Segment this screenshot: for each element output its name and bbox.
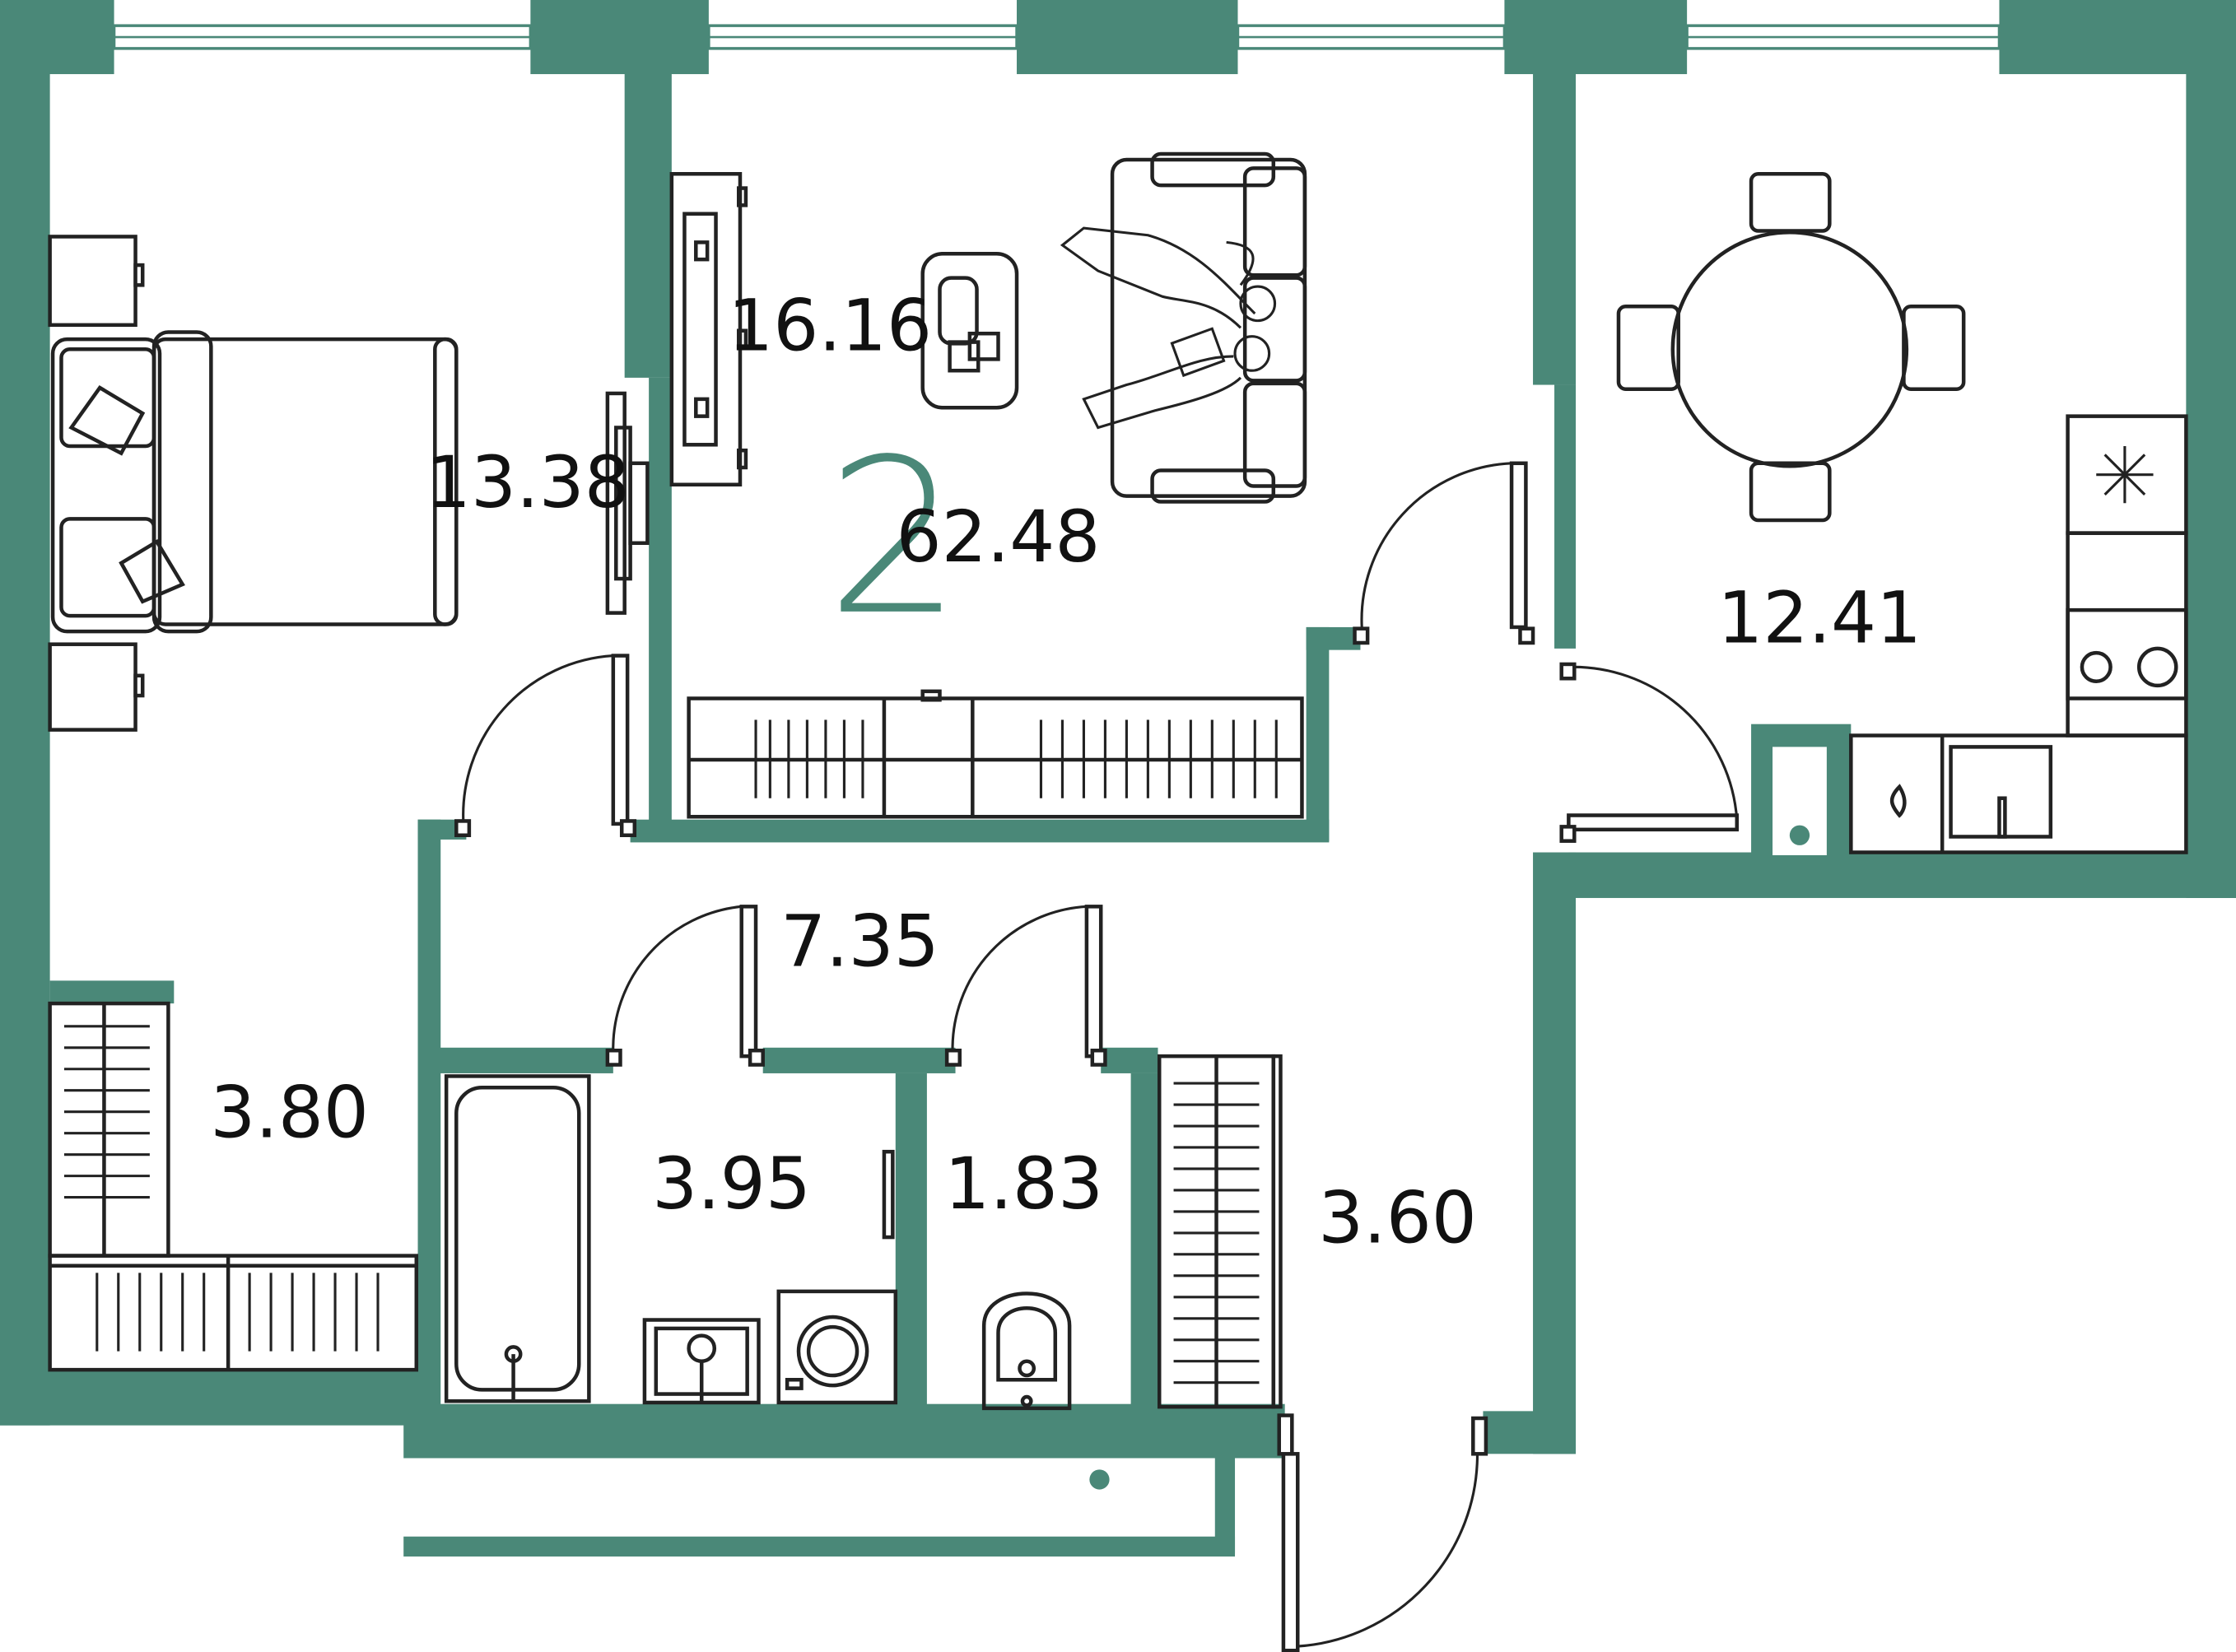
kitchen-area-label: 12.41: [1717, 578, 1922, 660]
living-furniture: [669, 151, 1307, 504]
living-room-area-label: 16.16: [728, 286, 932, 368]
bathroom-fixtures: [444, 1074, 898, 1405]
entrance-wardrobe: [1157, 1054, 1283, 1409]
kitchen-furniture: [1616, 172, 2188, 854]
walls: [0, 0, 2236, 1557]
rooms-count: 2: [826, 414, 962, 663]
living-storage: [687, 689, 1304, 819]
doors: [454, 461, 1740, 1652]
entrance-area-label: 3.60: [1318, 1178, 1477, 1260]
hall-area-label: 7.35: [780, 901, 939, 984]
bedroom-furniture: [48, 235, 650, 732]
bathroom-area-label: 3.95: [652, 1143, 811, 1226]
bedroom-area-label: 13.38: [426, 442, 630, 524]
total-area: 62.48: [897, 496, 1101, 579]
riser-dot-icon: [1789, 825, 1810, 845]
room-labels: 16.16 13.38 12.41 7.35 3.80 3.95 1.83 3.…: [210, 286, 1922, 1260]
riser-dot-icon: [1089, 1469, 1110, 1490]
windows: [112, 24, 2001, 50]
toilet-fixture: [981, 1291, 1072, 1411]
wardrobe-furniture: [48, 1001, 419, 1372]
wardrobe-area-label: 3.80: [210, 1073, 369, 1155]
snowflake-icon: [2096, 446, 2154, 504]
toilet-area-label: 1.83: [944, 1143, 1103, 1226]
